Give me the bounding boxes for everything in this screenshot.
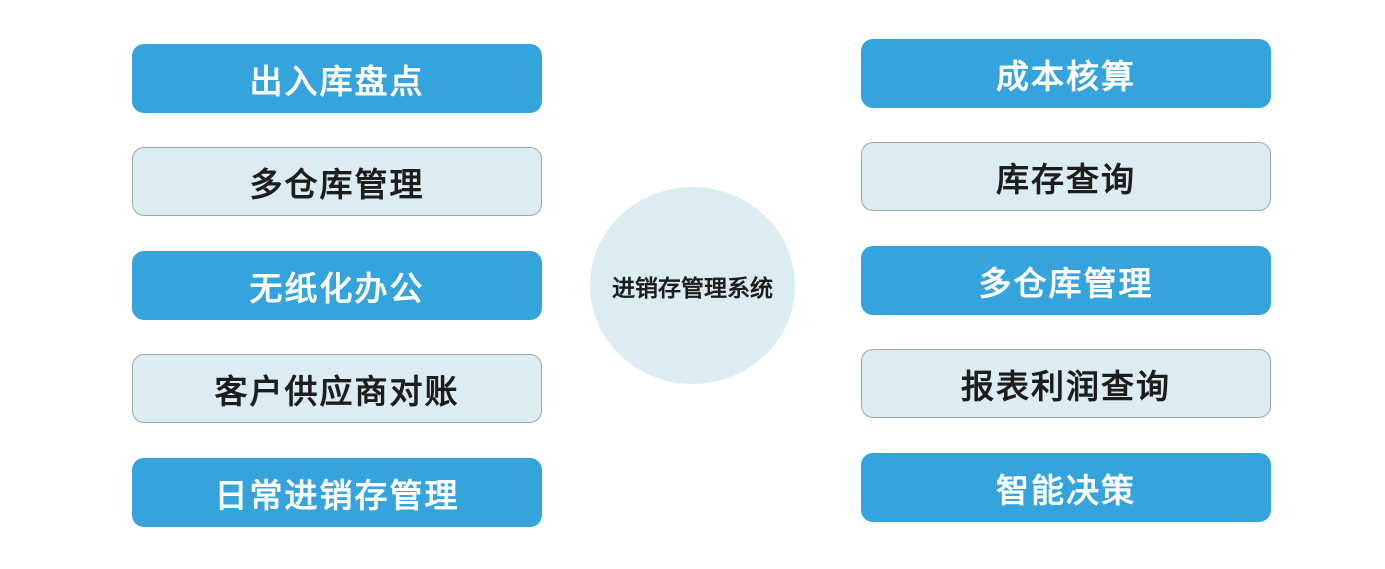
feature-box-report-profit-query: 报表利润查询 (861, 349, 1271, 418)
feature-box-inventory-query: 库存查询 (861, 142, 1271, 211)
center-hub-label: 进销存管理系统 (612, 275, 773, 302)
feature-box-multi-warehouse-left: 多仓库管理 (132, 147, 542, 216)
feature-box-customer-supplier-reconciliation: 客户供应商对账 (132, 354, 542, 423)
feature-box-cost-accounting: 成本核算 (861, 39, 1271, 108)
feature-box-smart-decision: 智能决策 (861, 453, 1271, 522)
center-hub-circle: 进销存管理系统 (590, 187, 795, 384)
feature-box-multi-warehouse-right: 多仓库管理 (861, 246, 1271, 315)
feature-box-paperless-office: 无纸化办公 (132, 251, 542, 320)
feature-box-inbound-outbound-stocktake: 出入库盘点 (132, 44, 542, 113)
feature-box-daily-management: 日常进销存管理 (132, 458, 542, 527)
